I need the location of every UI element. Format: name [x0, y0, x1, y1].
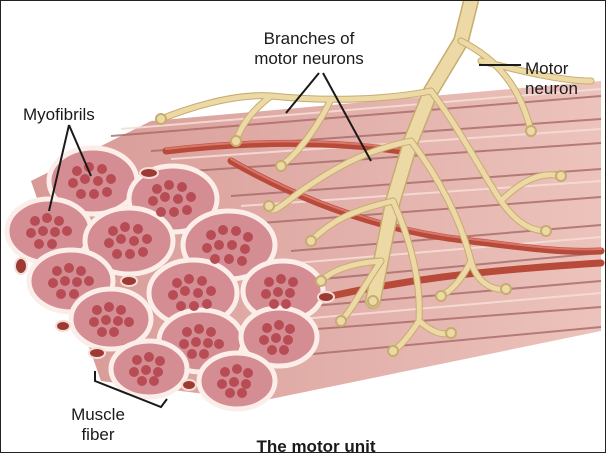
figure-caption: The motor unit [201, 437, 431, 453]
label-motor-neuron-line2: neuron [525, 79, 606, 99]
label-myofibrils: Myofibrils [23, 105, 133, 125]
label-branches-line2: motor neurons [229, 49, 389, 69]
label-motor-neuron-line1: Motor [525, 59, 606, 79]
label-motor-neuron: Motor neuron [525, 59, 606, 99]
label-myofibrils-text: Myofibrils [23, 105, 133, 125]
label-branches-of-motor-neurons: Branches of motor neurons [229, 29, 389, 69]
label-muscle-fiber-line2: fiber [53, 425, 143, 445]
label-branches-line1: Branches of [229, 29, 389, 49]
label-muscle-fiber: Muscle fiber [53, 405, 143, 445]
label-muscle-fiber-line1: Muscle [53, 405, 143, 425]
